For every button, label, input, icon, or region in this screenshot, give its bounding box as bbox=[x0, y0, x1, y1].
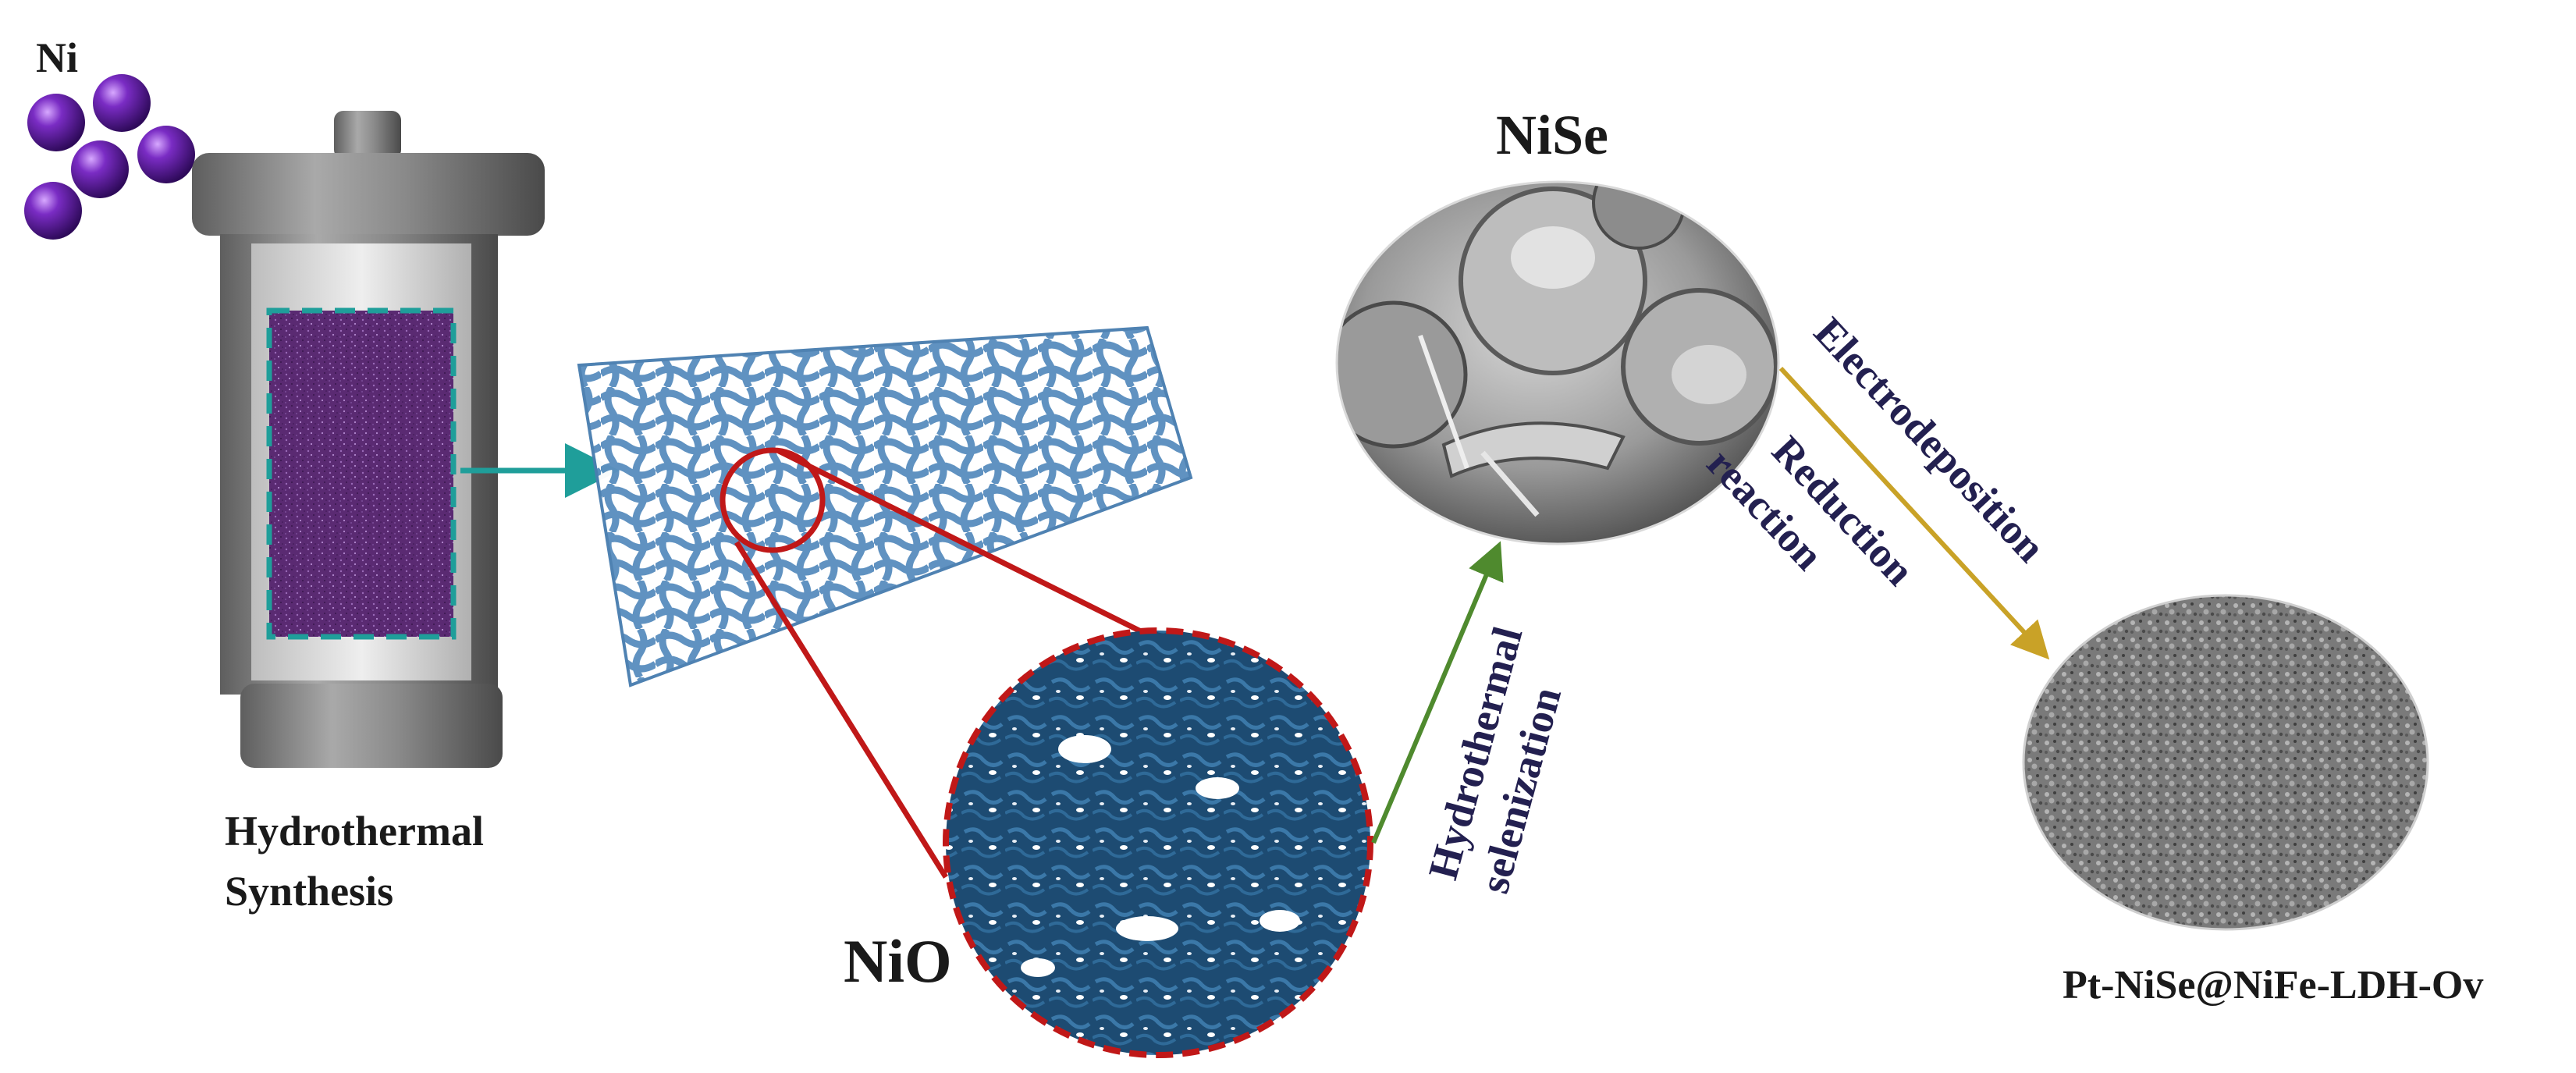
reactor-lid bbox=[192, 153, 545, 236]
nio-structure bbox=[946, 631, 1370, 1055]
hydrothermal-synthesis-line1: Hydrothermal bbox=[225, 808, 484, 854]
arrow-electrodeposition bbox=[1778, 366, 2050, 660]
hydrothermal-synthesis-label: Hydrothermal Synthesis bbox=[225, 808, 494, 915]
hydrothermal-selenization-label: Hydrothermal selenization bbox=[1419, 612, 1586, 898]
ni-atom bbox=[93, 74, 151, 132]
ni-atoms bbox=[24, 74, 195, 240]
nio-dashed-border bbox=[943, 627, 1373, 1058]
zoom-line-bottom bbox=[734, 541, 948, 879]
hydrothermal-synthesis-line2: Synthesis bbox=[225, 868, 393, 915]
zoom-line-top bbox=[777, 448, 1157, 641]
ni-atom bbox=[24, 182, 82, 240]
product-sem-oval bbox=[2023, 595, 2428, 929]
ni-atom bbox=[71, 140, 129, 198]
reactor-base bbox=[240, 684, 503, 768]
nise-label: NiSe bbox=[1496, 104, 1608, 166]
nise-sem-image bbox=[1335, 180, 1780, 545]
ni-atom bbox=[137, 126, 195, 183]
ni-label: Ni bbox=[36, 34, 78, 81]
nio-zoom bbox=[943, 627, 1373, 1058]
ni-atom bbox=[27, 94, 85, 151]
reactor-knob bbox=[334, 111, 401, 159]
nise-sem-border bbox=[1335, 180, 1780, 545]
nio-label: NiO bbox=[844, 927, 952, 995]
zoom-circle bbox=[720, 447, 826, 553]
product-label: Pt-NiSe@NiFe-LDH-Ov bbox=[2063, 963, 2483, 1007]
reactor-liquid bbox=[269, 311, 453, 637]
autoclave-reactor bbox=[192, 111, 545, 768]
product-sem-image bbox=[2022, 594, 2429, 931]
reactor-dashed-frame bbox=[266, 307, 457, 640]
arrow-selenization bbox=[1371, 541, 1504, 844]
